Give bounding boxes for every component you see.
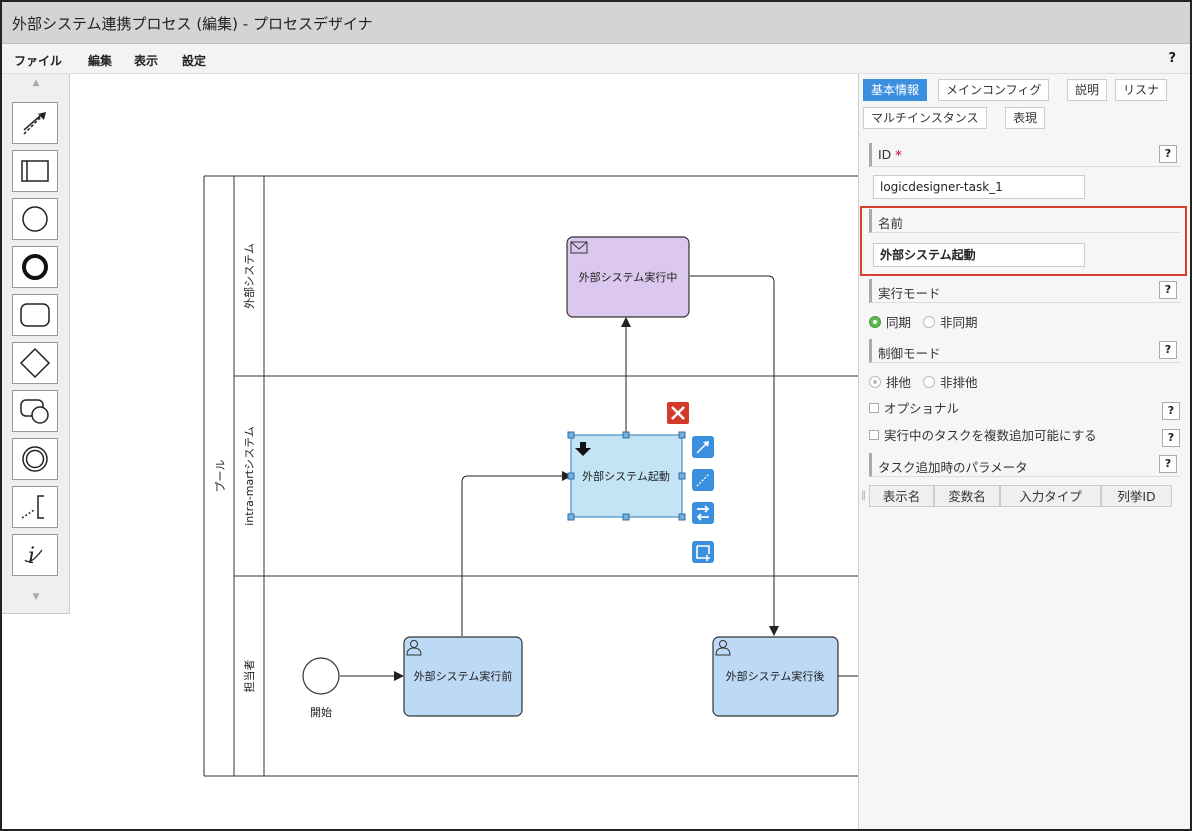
diagram-canvas[interactable]: プール 外部システム intra-martシステム 担当者 外部システム実行中 xyxy=(70,74,858,829)
tab-listener[interactable]: リスナ xyxy=(1115,79,1168,101)
tab-basic-info[interactable]: 基本情報 xyxy=(863,79,928,101)
resize-grip-icon[interactable]: ‖ xyxy=(861,490,866,501)
pool-label: プール xyxy=(214,460,227,493)
lane-label-intramart: intra-martシステム xyxy=(243,426,256,526)
id-field[interactable]: logicdesigner-task_1 xyxy=(873,175,1085,199)
multi-add-checkbox[interactable] xyxy=(869,429,879,440)
task-after[interactable]: 外部システム実行後 xyxy=(712,636,839,717)
id-help-button[interactable]: ? xyxy=(1159,145,1177,163)
exclusive-radio[interactable] xyxy=(869,375,881,388)
non-exclusive-label: 非排他 xyxy=(940,375,978,390)
id-label: ID xyxy=(878,147,892,162)
optional-checkbox[interactable] xyxy=(869,402,879,413)
pool[interactable] xyxy=(203,175,858,777)
menu-view[interactable]: 表示 xyxy=(134,54,159,68)
annotation-tool-icon[interactable] xyxy=(12,486,58,528)
control-mode-label: 制御モード xyxy=(878,346,941,361)
help-button[interactable]: ? xyxy=(1168,51,1176,66)
task-label: 外部システム実行前 xyxy=(414,669,513,683)
selection-handles[interactable] xyxy=(567,431,686,521)
params-label: タスク追加時のパラメータ xyxy=(878,460,1028,475)
info-tool-icon[interactable]: i xyxy=(12,534,58,576)
window-title: 外部システム連携プロセス (編集) - プロセスデザイナ xyxy=(12,15,373,33)
param-col-display-name[interactable]: 表示名 xyxy=(869,485,934,507)
sequence-flows[interactable] xyxy=(340,275,858,681)
task-label: 外部システム実行中 xyxy=(579,270,678,284)
optional-help-button[interactable]: ? xyxy=(1162,402,1180,420)
intermediate-event-tool-icon[interactable] xyxy=(12,438,58,480)
optional-option: オプショナル xyxy=(869,398,959,417)
multi-add-help-button[interactable]: ? xyxy=(1162,429,1180,447)
menu-file[interactable]: ファイル xyxy=(14,54,63,68)
connector-tool-icon[interactable] xyxy=(12,102,58,144)
menu-bar: ファイル 編集 表示 設定 ? xyxy=(2,44,1190,74)
task-label: 外部システム実行後 xyxy=(726,669,825,683)
start-label: 開始 xyxy=(310,705,332,719)
exec-mode-options: 同期 非同期 xyxy=(869,312,978,331)
exec-mode-section-header: 実行モード ? xyxy=(869,279,1181,303)
async-label: 非同期 xyxy=(940,315,978,330)
task-external-running[interactable]: 外部システム実行中 xyxy=(566,236,690,318)
sync-label: 同期 xyxy=(886,315,912,330)
menu-settings[interactable]: 設定 xyxy=(182,54,207,68)
name-label: 名前 xyxy=(878,216,904,231)
id-section-header: ID * ? xyxy=(869,143,1181,167)
exec-mode-help-button[interactable]: ? xyxy=(1159,281,1177,299)
params-help-button[interactable]: ? xyxy=(1159,455,1177,473)
lane-label-person: 担当者 xyxy=(242,660,256,693)
swap-icon[interactable] xyxy=(692,502,714,524)
exec-mode-label: 実行モード xyxy=(878,286,941,301)
name-field[interactable]: 外部システム起動 xyxy=(873,243,1085,267)
exclusive-label: 排他 xyxy=(886,375,912,390)
gateway-tool-icon[interactable] xyxy=(12,342,58,384)
sync-radio[interactable] xyxy=(869,315,881,328)
name-section-header: 名前 xyxy=(869,209,1181,233)
required-mark: * xyxy=(895,147,902,162)
properties-panel: 基本情報 メインコンフィグ 説明 リスナ マルチインスタンス 表現 ID * ?… xyxy=(858,74,1190,829)
control-mode-help-button[interactable]: ? xyxy=(1159,341,1177,359)
palette-scroll-down-icon[interactable]: ▼ xyxy=(32,592,40,602)
start-event-tool-icon[interactable] xyxy=(12,198,58,240)
tab-multi-instance[interactable]: マルチインスタンス xyxy=(863,107,987,129)
bpmn-diagram: プール 外部システム intra-martシステム 担当者 外部システム実行中 xyxy=(203,175,858,777)
control-mode-options: 排他 非排他 xyxy=(869,372,978,391)
async-radio[interactable] xyxy=(923,315,936,328)
optional-label: オプショナル xyxy=(884,401,960,416)
tab-description[interactable]: 説明 xyxy=(1067,79,1108,101)
delete-icon[interactable] xyxy=(667,402,689,424)
param-col-input-type[interactable]: 入力タイプ xyxy=(1000,485,1101,507)
multi-add-label: 実行中のタスクを複数追加可能にする xyxy=(884,428,1097,443)
svg-text:i: i xyxy=(28,544,35,569)
non-exclusive-radio[interactable] xyxy=(923,375,936,388)
params-section-header: タスク追加時のパラメータ ? xyxy=(869,453,1181,477)
task-label: 外部システム起動 xyxy=(582,469,670,483)
menu-edit[interactable]: 編集 xyxy=(88,54,113,68)
subprocess-tool-icon[interactable] xyxy=(12,390,58,432)
start-event[interactable]: 開始 xyxy=(302,657,340,719)
task-tool-icon[interactable] xyxy=(12,294,58,336)
connect-arrow-icon[interactable] xyxy=(692,436,714,458)
task-before[interactable]: 外部システム実行前 xyxy=(403,636,523,717)
palette-scroll-up-icon[interactable]: ▲ xyxy=(32,78,40,88)
add-task-icon[interactable] xyxy=(692,541,714,563)
task-external-start[interactable]: 外部システム起動 xyxy=(567,431,686,521)
control-mode-section-header: 制御モード ? xyxy=(869,339,1181,363)
param-col-variable-name[interactable]: 変数名 xyxy=(934,485,1000,507)
connect-line-icon[interactable] xyxy=(692,469,714,491)
multi-add-option: 実行中のタスクを複数追加可能にする xyxy=(869,425,1097,444)
param-col-enum-id[interactable]: 列挙ID xyxy=(1101,485,1172,507)
tab-expression[interactable]: 表現 xyxy=(1005,107,1046,129)
tab-main-config[interactable]: メインコンフィグ xyxy=(938,79,1050,101)
lane-tool-icon[interactable] xyxy=(12,150,58,192)
title-bar: 外部システム連携プロセス (編集) - プロセスデザイナ xyxy=(2,2,1190,44)
lane-label-external: 外部システム xyxy=(242,243,256,309)
end-event-tool-icon[interactable] xyxy=(12,246,58,288)
tool-palette: ▲ i ▼ xyxy=(2,74,70,614)
